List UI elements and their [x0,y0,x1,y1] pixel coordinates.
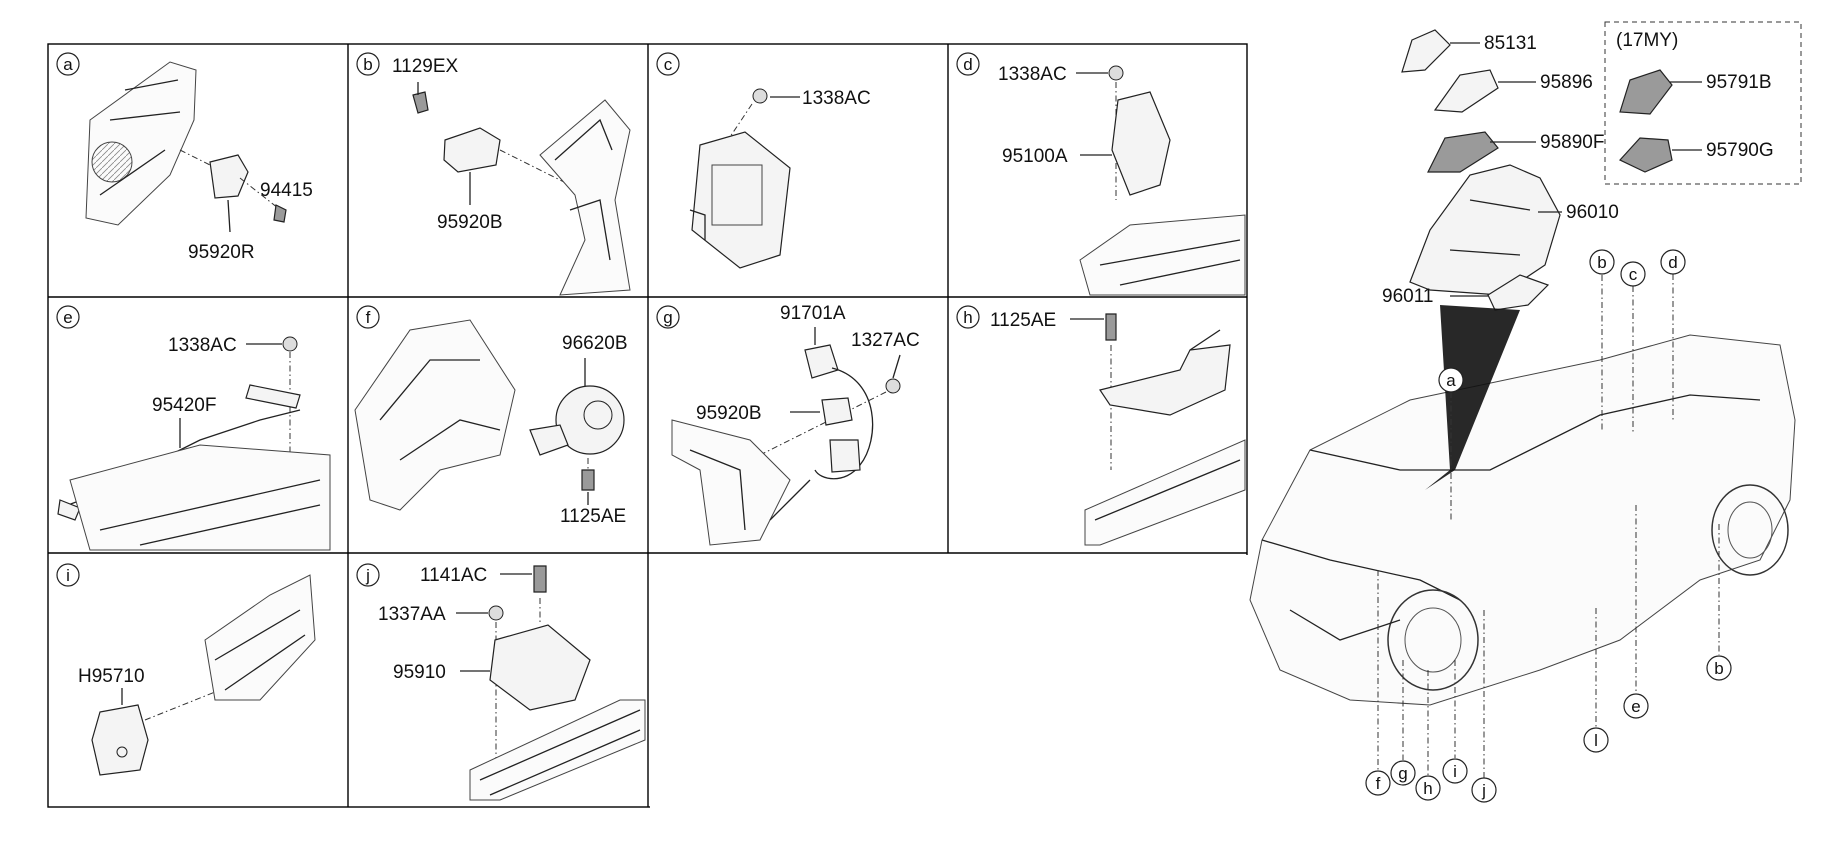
part-label: 96620B [562,333,628,354]
callout-f: f [1376,774,1381,793]
panel-letter: e [63,308,72,327]
callout-g: g [1398,764,1407,783]
callout-l: l [1594,731,1598,750]
vehicle-leaders [1377,274,1720,778]
part-label: H95710 [78,666,145,687]
part-label: 1337AA [378,604,446,625]
panel-i: i H95710 [56,563,316,776]
callout-j: j [1481,781,1486,800]
sensor-95920b-g [821,397,853,426]
callout-e: e [1631,697,1640,716]
sensor-91701a [804,344,839,379]
panel-letter: i [66,566,70,585]
panel-letter: c [664,55,673,74]
part-label: 96010 [1566,202,1619,223]
horn-96620b [555,385,625,455]
cover-95791b [1619,69,1673,115]
part-label: 1338AC [998,64,1067,85]
wheel-housing [539,99,631,296]
mirror-parts: 85131 95896 95890F 96010 96011 (17MY) 95… [1382,21,1802,311]
panel-c: c 1338AC [656,52,871,269]
callout-c: c [1629,265,1638,284]
airbag-module-95910 [489,624,591,711]
panel-letter: j [365,566,370,585]
callout-a: a [1446,371,1456,390]
side-member-i [204,574,316,701]
panel-g: g 91701A 1327AC 95920B [656,303,920,546]
vehicle-callouts: a b c d b e l f g h i j [1365,249,1732,803]
callout-i: i [1453,762,1457,781]
control-module-d [1111,91,1171,196]
part-label: 1338AC [802,88,871,109]
front-frame [354,319,516,511]
part-label: 91701A [780,303,846,324]
part-label: 95420F [152,395,216,416]
part-label: 1141AC [420,565,487,586]
cover-85131 [1401,29,1451,73]
part-label: 95896 [1540,72,1593,93]
callout-b: b [1597,253,1606,272]
part-label: 1129EX [392,56,459,77]
part-label: 85131 [1484,33,1537,54]
part-label: 95920B [437,212,503,233]
cover-95890f [1427,131,1499,173]
part-label: 95890F [1540,132,1604,153]
cover-95790g [1619,137,1673,173]
part-label: 96011 [1382,286,1433,307]
panel-b: b 1129EX 95920B [356,52,631,296]
bracket-h [1099,344,1231,416]
part-label: 95100A [1002,146,1068,167]
panel-d: d 1338AC 95100A [956,52,1246,296]
panel-letter: b [363,55,372,74]
bottom-row-border [650,555,1249,809]
part-label: 94415 [260,180,313,201]
part-label: 1125AE [560,506,626,527]
part-label: 95910 [393,662,446,683]
variant-label: (17MY) [1616,30,1678,51]
callout-h: h [1423,779,1432,798]
panel-grid [47,43,1248,808]
panel-letter: g [663,308,672,327]
vehicle-illustration [1249,305,1796,706]
door-panel [85,61,197,226]
panel-letter: d [963,55,972,74]
part-label: 1125AE [990,310,1056,331]
cover-95896 [1433,69,1499,113]
part-label: 95791B [1706,72,1772,93]
callout-b-rear: b [1714,659,1723,678]
panel-f: f 96620B 1125AE [354,305,628,527]
mirror-base-96010 [1409,164,1561,296]
control-module-c [691,131,791,269]
panel-a: a 94415 95920R [56,52,313,263]
cover-96011 [1487,274,1550,311]
panel-j: j 1141AC 1337AA 95910 [356,563,646,801]
pointer-arrow [1425,305,1520,490]
part-label: 1338AC [168,335,237,356]
panel-letter: h [963,308,972,327]
variant-box [1604,21,1802,185]
panel-letter: f [366,308,371,327]
part-label: 1327AC [851,330,920,351]
sensor-h95710 [91,704,149,776]
callout-d: d [1668,253,1677,272]
sensor-95920b [443,127,501,173]
panel-letter: a [63,55,73,74]
part-label: 95920B [696,403,762,424]
panel-h: h 1125AE [956,305,1246,546]
part-label: 95920R [188,242,255,263]
part-label: 95790G [1706,140,1774,161]
panel-e: e 1338AC 95420F [56,305,331,551]
sensor-95920r [209,154,249,199]
